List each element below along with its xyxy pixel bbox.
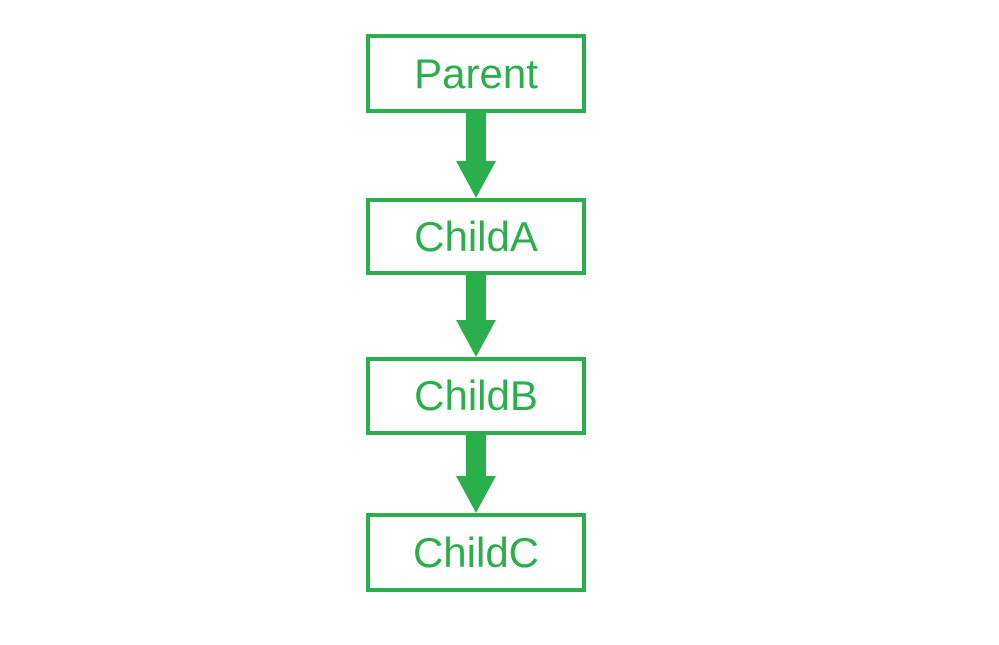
edge-parent-to-childa — [456, 113, 496, 198]
node-childc[interactable]: ChildC — [366, 513, 586, 592]
node-childb-label: ChildB — [414, 372, 538, 419]
edge-childa-to-childb — [456, 275, 496, 357]
edge-childb-to-childc — [456, 435, 496, 513]
arrow-down-icon — [456, 113, 496, 198]
arrow-down-icon — [456, 275, 496, 357]
node-parent-label: Parent — [414, 49, 538, 97]
node-parent[interactable]: Parent — [366, 34, 586, 113]
node-childb[interactable]: ChildB — [366, 357, 586, 435]
node-childc-label: ChildC — [412, 528, 540, 576]
arrow-down-icon — [456, 435, 496, 513]
node-childa[interactable]: ChildA — [366, 198, 586, 275]
node-childa-label: ChildA — [414, 212, 538, 260]
